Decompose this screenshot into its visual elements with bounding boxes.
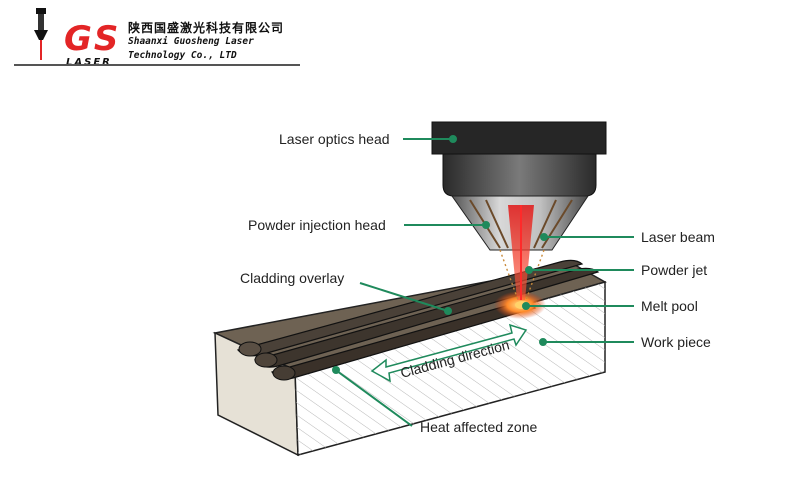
label-laser-optics-head: Laser optics head	[279, 131, 390, 147]
leader-lines	[332, 135, 634, 427]
laser-optics-head	[431, 121, 607, 155]
leader-cladding-overlay	[359, 282, 449, 312]
leader-dot-laser-beam	[540, 233, 548, 241]
company-name-en-2: Technology Co., LTD	[128, 50, 237, 61]
company-logo: GS LASER	[14, 8, 304, 70]
leader-dot-heat-affected-zone	[332, 366, 340, 374]
powder-jet	[499, 249, 545, 301]
leader-dot-laser-optics	[449, 135, 457, 143]
cladding-overlay	[236, 259, 600, 381]
cladding-direction-arrow	[370, 323, 528, 383]
leader-heat-affected-zone	[336, 370, 413, 427]
leader-dot-work-piece	[539, 338, 547, 346]
laser-nozzle-icon	[34, 8, 48, 60]
label-powder-jet: Powder jet	[641, 262, 708, 278]
label-melt-pool: Melt pool	[641, 298, 698, 314]
brand-sub: LASER	[66, 57, 112, 68]
label-powder-injection-head: Powder injection head	[248, 217, 386, 233]
company-name-en-1: Shaanxi Guosheng Laser	[128, 36, 254, 47]
logo-divider	[14, 64, 300, 66]
nozzle-body	[442, 153, 597, 197]
label-laser-beam: Laser beam	[641, 229, 715, 245]
brand-mark: GS	[64, 19, 121, 59]
leader-dot-powder-injection	[482, 221, 490, 229]
company-name-cn: 陕西国盛激光科技有限公司	[128, 21, 285, 35]
leader-dot-cladding-overlay	[444, 307, 452, 315]
leader-dot-melt-pool	[522, 302, 530, 310]
label-heat-affected-zone: Heat affected zone	[420, 419, 538, 435]
leader-dot-powder-jet	[525, 266, 533, 274]
heat-affected-hatch	[295, 282, 605, 455]
label-work-piece: Work piece	[641, 334, 711, 350]
label-cladding-overlay: Cladding overlay	[240, 270, 345, 286]
